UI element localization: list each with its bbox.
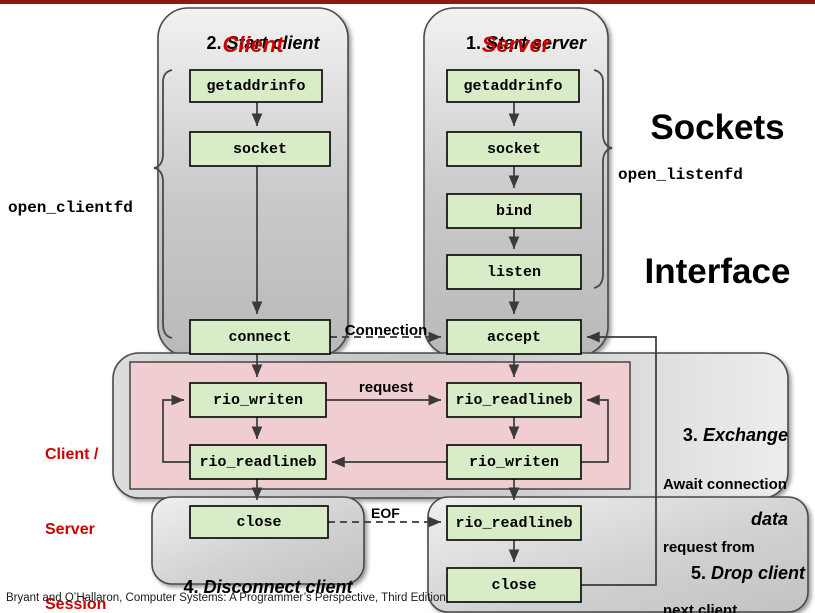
label-connection-request: Connection request xyxy=(330,283,442,435)
session-line3: Session xyxy=(45,596,107,613)
panel-drop-heading: 5. Drop client xyxy=(645,542,805,605)
panel-disconnect-number: 4. xyxy=(183,577,199,597)
box-server-socket[interactable] xyxy=(446,131,582,167)
panel-drop-number: 5. xyxy=(690,563,706,583)
box-server-close[interactable] xyxy=(446,567,582,603)
footer-citation: Bryant and O’Hallaron, Computer Systems:… xyxy=(6,592,446,604)
box-server-bind[interactable] xyxy=(446,193,582,229)
panel-server-title: Start server xyxy=(485,33,587,53)
box-client-connect[interactable] xyxy=(189,319,331,355)
panel-exchange-title: Exchange xyxy=(702,425,788,445)
label-connection-request-line1: Connection xyxy=(344,322,428,339)
box-client-rio-writen[interactable] xyxy=(189,382,327,418)
panel-server-number: 1. xyxy=(465,33,481,53)
top-accent-bar xyxy=(0,0,815,4)
label-open-listenfd: open_listenfd xyxy=(618,166,743,184)
brace-open-listenfd xyxy=(593,69,613,289)
panel-disconnect-title: Disconnect client xyxy=(203,577,353,597)
panel-exchange-note-line1: Await connection xyxy=(663,476,787,493)
panel-drop-title: Drop client xyxy=(710,563,805,583)
panel-disconnect-heading: 4. Disconnect client xyxy=(152,556,364,613)
panel-exchange-title-line2: data xyxy=(750,509,788,529)
label-connection-request-line2: request xyxy=(358,379,414,396)
panel-client-role: Client xyxy=(222,32,284,57)
panel-exchange-note-line3: next client xyxy=(663,602,738,613)
box-client-getaddrinfo[interactable] xyxy=(189,69,323,103)
brace-open-clientfd xyxy=(153,69,173,339)
panel-server-role: Server xyxy=(481,32,551,57)
box-server-rio-writen[interactable] xyxy=(446,444,582,480)
edge-await-next-client xyxy=(581,331,657,586)
box-server-listen[interactable] xyxy=(446,254,582,290)
panel-exchange-number: 3. xyxy=(682,425,698,445)
process-boxes xyxy=(189,69,582,603)
panel-exchange-note: Await connection request from next clien… xyxy=(663,432,813,613)
box-client-socket[interactable] xyxy=(189,131,331,167)
panel-client-number: 2. xyxy=(206,33,222,53)
box-client-close[interactable] xyxy=(189,505,329,539)
box-client-rio-readlineb[interactable] xyxy=(189,444,327,480)
label-open-clientfd: open_clientfd xyxy=(8,199,133,217)
label-eof: EOF xyxy=(371,505,400,521)
page-title-line2: Interface xyxy=(644,252,791,291)
session-line1: Client / xyxy=(45,446,99,463)
arrows-session xyxy=(162,394,609,468)
page-title-line1: Sockets xyxy=(650,108,785,147)
panel-server-heading: 1. Start server xyxy=(424,12,608,75)
panel-client-title: Start client xyxy=(226,33,320,53)
box-server-getaddrinfo[interactable] xyxy=(446,69,580,103)
page-title: Sockets Interface xyxy=(620,8,815,392)
label-client-server-session: Client / Server Session xyxy=(45,392,115,613)
box-server-accept[interactable] xyxy=(446,319,582,355)
box-server-rio-readlineb-2[interactable] xyxy=(446,505,582,541)
panel-exchange-note-line2: request from xyxy=(663,539,755,556)
box-server-rio-readlineb[interactable] xyxy=(446,382,582,418)
session-line2: Server xyxy=(45,521,95,538)
panel-exchange-heading: 3. Exchange data xyxy=(638,362,788,572)
panel-client-heading: 2. Start client xyxy=(158,12,348,75)
